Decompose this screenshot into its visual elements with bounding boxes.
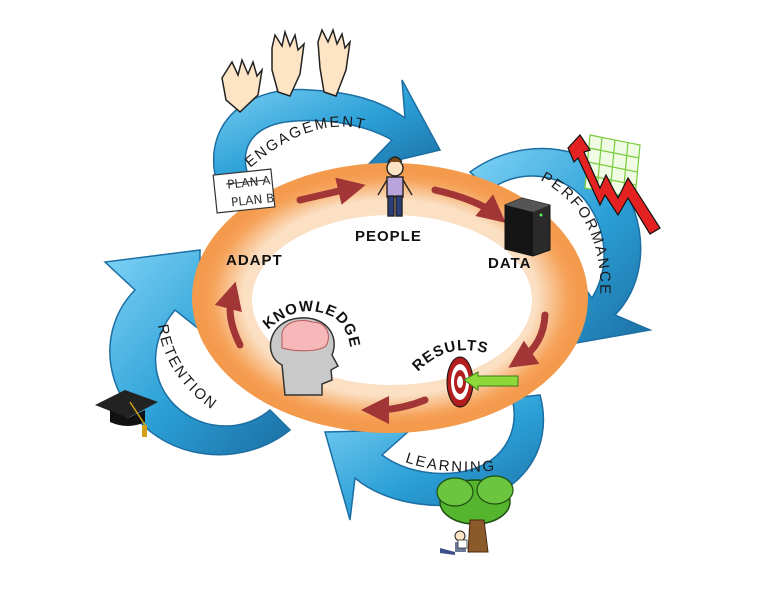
stage-label-adapt: ADAPT bbox=[226, 252, 283, 269]
note-struck-text: PLAN A bbox=[227, 173, 272, 192]
server-icon bbox=[504, 197, 551, 257]
rising-chart-icon bbox=[567, 134, 661, 235]
note-icon: PLAN A PLAN B bbox=[212, 168, 276, 214]
note-text: PLAN B bbox=[230, 191, 275, 209]
stage-label-people: PEOPLE bbox=[355, 228, 422, 245]
ring-arrows bbox=[214, 177, 549, 424]
tree-reader-icon bbox=[436, 475, 514, 555]
raised-hands-icon bbox=[221, 27, 352, 114]
stage-label-data: DATA bbox=[488, 255, 531, 272]
person-icon bbox=[377, 156, 413, 217]
target-icon bbox=[446, 356, 519, 408]
ring-arrow-knowledge-adapt bbox=[214, 281, 244, 349]
brain-head-icon bbox=[269, 317, 340, 396]
graduation-cap-icon bbox=[95, 390, 158, 437]
ring-arrow-people-data bbox=[431, 186, 506, 223]
ring-arrow-results-knowledge bbox=[361, 395, 429, 424]
ring-arrow-adapt-people bbox=[296, 177, 366, 205]
ring-arrow-data-results bbox=[508, 311, 549, 368]
